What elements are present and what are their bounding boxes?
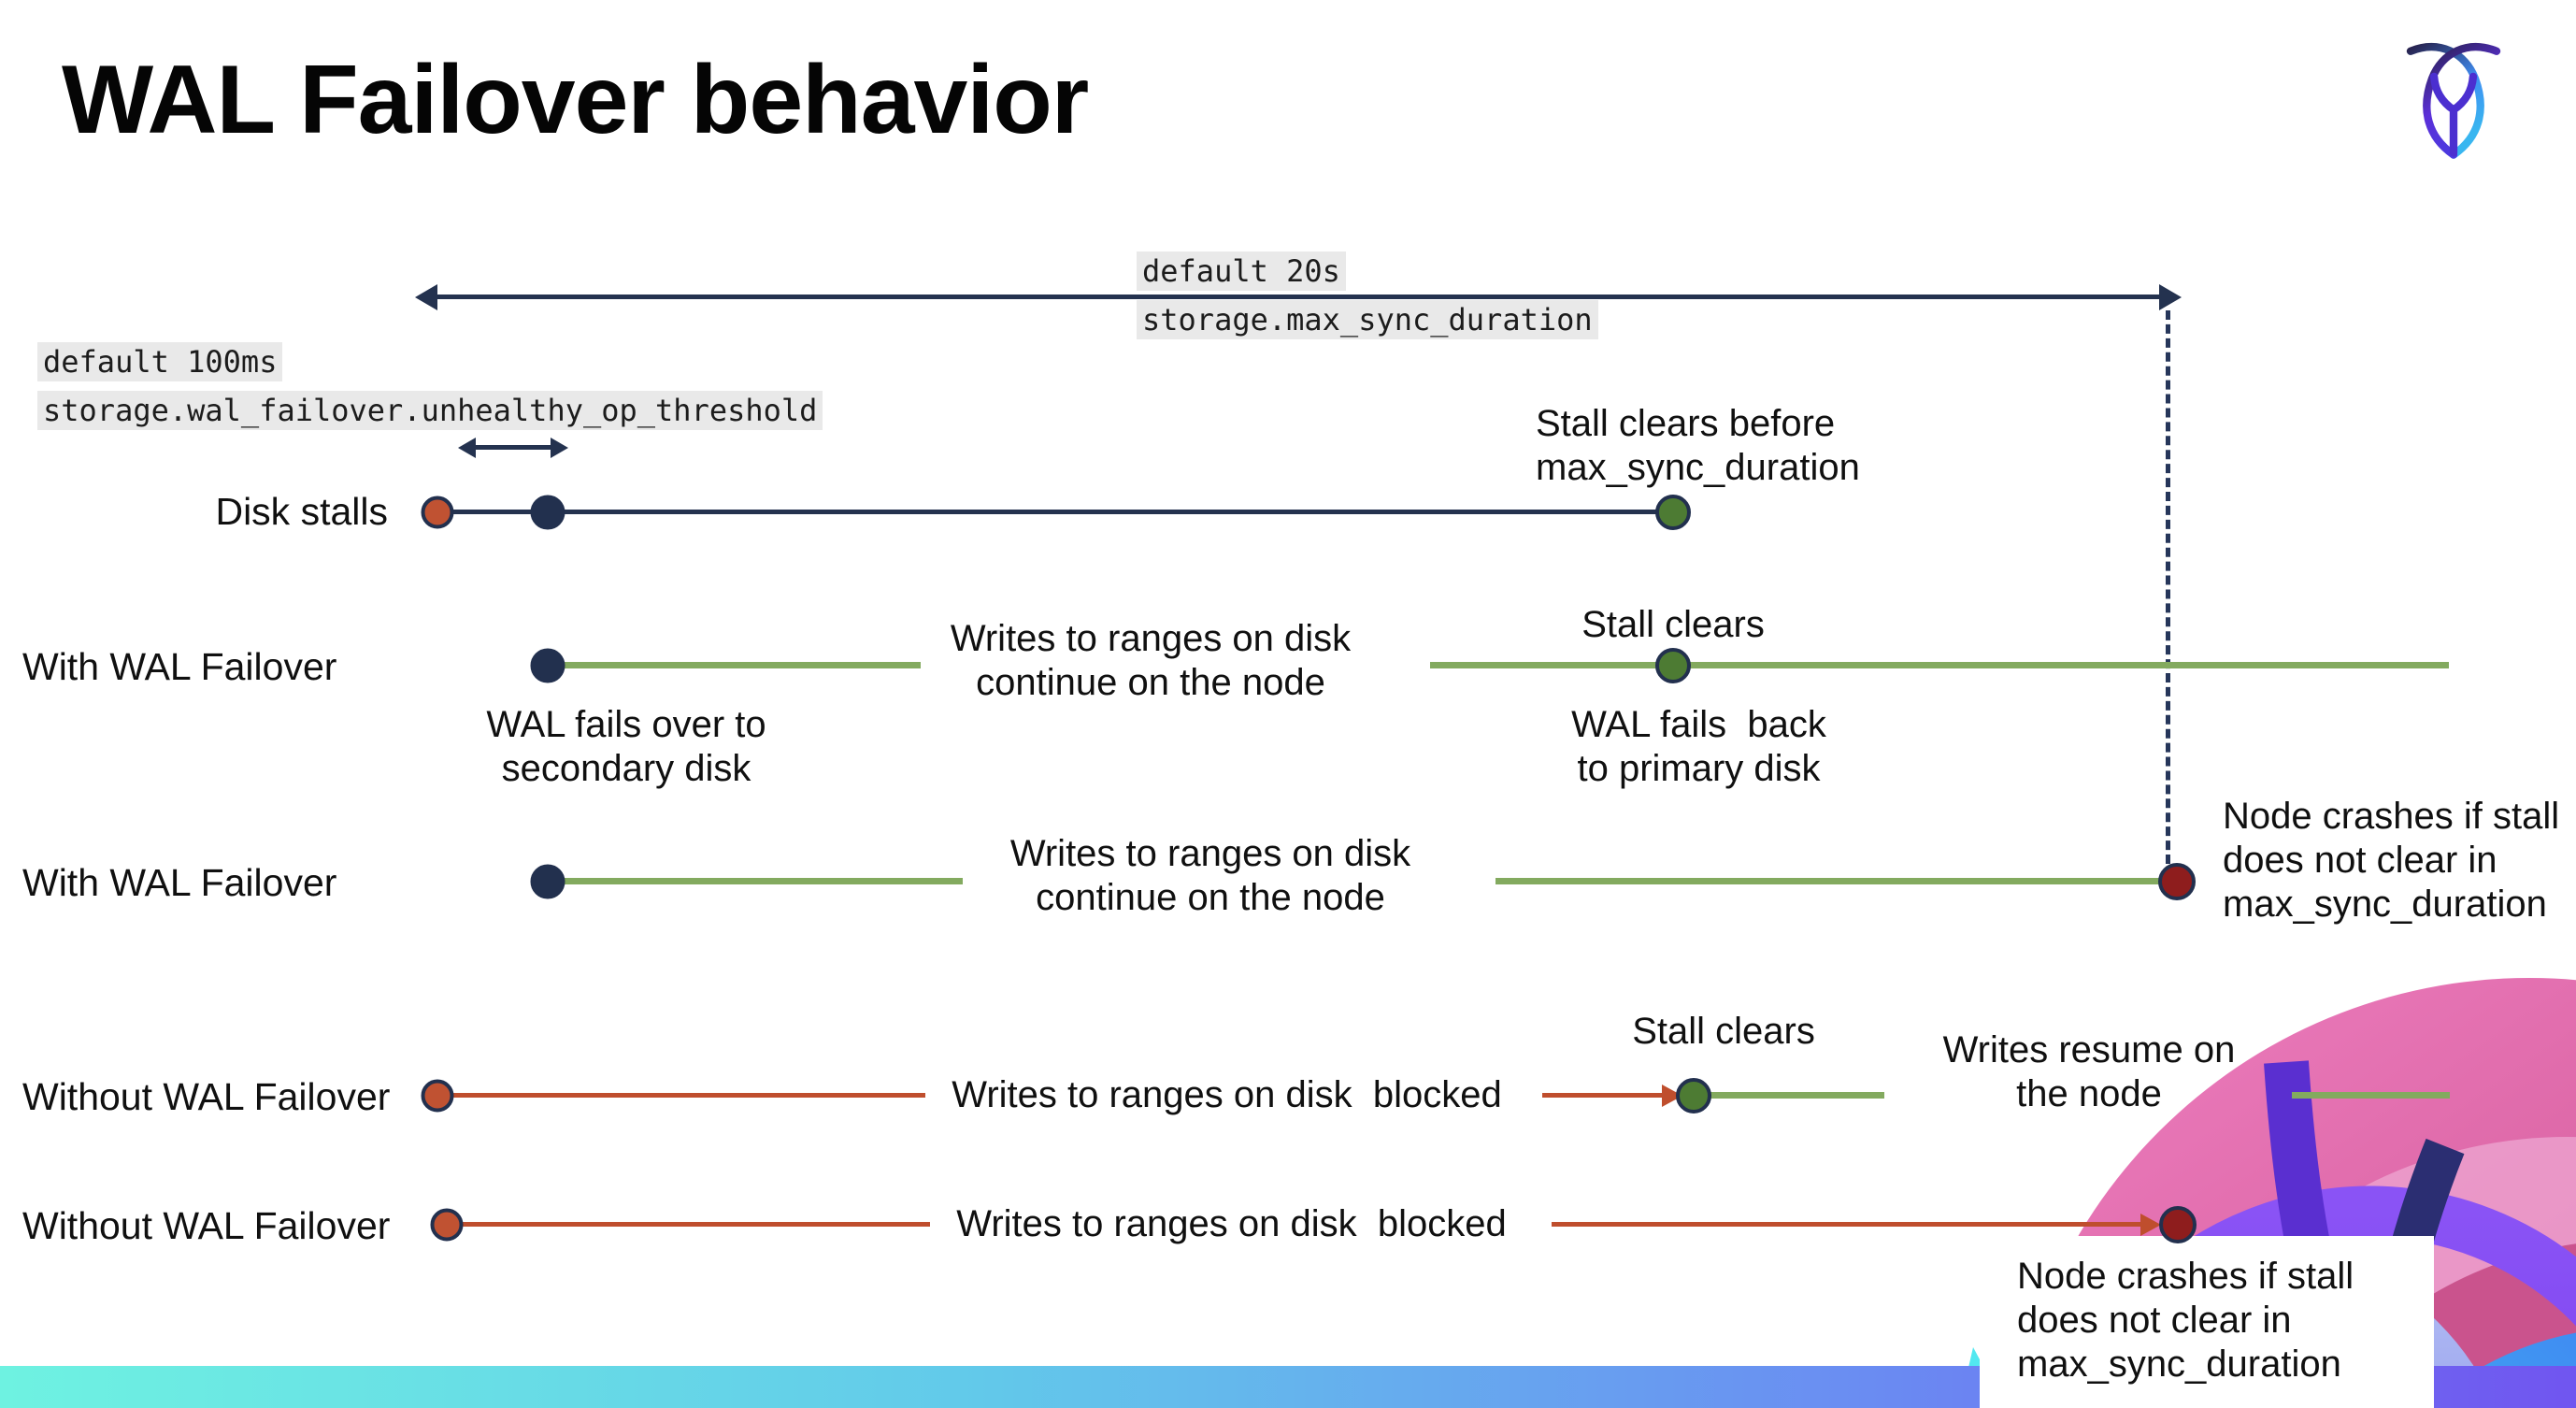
node-crash-dot [2158,863,2196,900]
small-arrowhead-right-icon [551,438,568,458]
blocked-write-line [1552,1222,2140,1227]
op-threshold-span-line [473,445,551,450]
note-writes-resume: Writes resume on the node [1942,1029,2236,1114]
red-arrowhead-icon [2140,1214,2161,1236]
healthy-write-line [1430,662,2449,668]
healthy-write-line [2292,1092,2450,1099]
row-label-with-wal-failover-1: With WAL Failover [22,645,337,688]
row-label-with-wal-failover-2: With WAL Failover [22,861,337,904]
small-arrowhead-left-icon [458,438,476,458]
note-stall-clears: Stall clears [1581,604,1765,645]
stall-start-dot [421,496,454,529]
row-label-without-wal-failover-1: Without WAL Failover [22,1075,391,1118]
max-sync-setting-chip: storage.max_sync_duration [1137,300,1598,339]
blocked-write-line [437,1093,925,1098]
note-stall-clears: Stall clears [1632,1011,1815,1052]
max-sync-deadline-dashed-line [2166,310,2170,864]
crash-note-box [1980,1236,2434,1408]
disk-stall-timeline [437,510,1673,514]
stall-start-dot [430,1208,464,1242]
stall-clear-dot [1655,495,1691,530]
row-label-without-wal-failover-2: Without WAL Failover [22,1204,391,1247]
note-writes-blocked: Writes to ranges on disk blocked [956,1203,1507,1244]
healthy-write-line [1496,878,2168,884]
page-title: WAL Failover behavior [62,46,1089,154]
stall-start-dot [421,1079,454,1113]
note-stall-clears-before: Stall clears before max_sync_duration [1536,403,1860,488]
note-node-crashes-box: Node crashes if stall does not clear in … [2017,1256,2354,1385]
arrowhead-right-icon [2159,284,2182,310]
node-crash-dot [2159,1206,2197,1243]
healthy-write-line [548,878,963,884]
note-writes-continue: Writes to ranges on disk continue on the… [1009,833,1411,918]
blocked-write-line [1542,1093,1662,1098]
stall-clear-dot [1655,648,1691,683]
failover-dot [530,864,565,899]
note-wal-fails-back: WAL fails back to primary disk [1571,704,1826,789]
stall-clear-dot [1676,1078,1711,1113]
failover-dot [530,648,565,683]
op-threshold-annotation: default 100ms storage.wal_failover.unhea… [37,342,823,430]
max-sync-span-line [432,295,2176,299]
max-sync-duration-annotation: default 20s storage.max_sync_duration [1137,251,1598,339]
op-threshold-default-chip: default 100ms [37,342,283,381]
arrowhead-left-icon [415,284,437,310]
row-label-disk-stalls: Disk stalls [215,490,388,533]
blocked-write-line [447,1222,930,1227]
healthy-write-line [1705,1092,1884,1099]
max-sync-default-chip: default 20s [1137,251,1346,291]
note-wal-fails-over: WAL fails over to secondary disk [486,704,766,789]
cockroachdb-logo-icon [2406,43,2501,159]
note-node-crashes: Node crashes if stall does not clear in … [2223,796,2560,925]
note-writes-continue: Writes to ranges on disk continue on the… [950,618,1352,703]
threshold-dot [530,495,565,530]
healthy-write-line [548,662,921,668]
op-threshold-setting-chip: storage.wal_failover.unhealthy_op_thresh… [37,391,823,430]
note-writes-blocked: Writes to ranges on disk blocked [952,1074,1502,1115]
